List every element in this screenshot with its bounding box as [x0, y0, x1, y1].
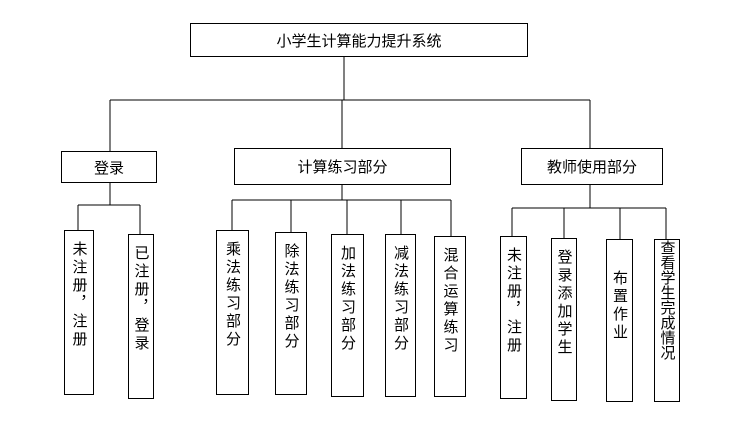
- leaf-node-add-students: 登录添加学生: [551, 238, 577, 401]
- leaf-label: 加法练习部分: [339, 245, 357, 353]
- section-label-teacher: 教师使用部分: [546, 158, 637, 176]
- leaf-label: 未注册，注册: [505, 247, 523, 355]
- leaf-label: 减法练习部分: [392, 245, 410, 353]
- leaf-label: 乘法练习部分: [224, 241, 242, 349]
- leaf-label: 布置作业: [611, 270, 629, 342]
- leaf-node-registered-login: 已注册，登录: [128, 234, 154, 399]
- leaf-node-view-completion: 查看学生完成情况: [654, 239, 680, 402]
- section-label-login: 登录: [93, 158, 124, 177]
- leaf-label: 查看学生完成情况: [658, 240, 677, 360]
- leaf-label: 未注册，注册: [70, 241, 89, 349]
- leaf-label: 混合运算练习: [441, 247, 460, 355]
- root-label: 小学生计算能力提升系统: [276, 31, 442, 50]
- section-node-teacher: 教师使用部分: [521, 148, 663, 185]
- leaf-node-unregistered-register: 未注册，注册: [64, 230, 94, 395]
- section-node-practice: 计算练习部分: [234, 148, 451, 185]
- section-label-practice: 计算练习部分: [297, 158, 388, 176]
- leaf-node-division: 除法练习部分: [275, 232, 307, 395]
- section-node-login: 登录: [61, 151, 157, 183]
- leaf-label: 除法练习部分: [282, 243, 301, 351]
- leaf-node-teacher-register: 未注册，注册: [500, 236, 527, 399]
- leaf-node-multiplication: 乘法练习部分: [216, 230, 249, 395]
- root-node: 小学生计算能力提升系统: [190, 23, 528, 57]
- leaf-label: 已注册，登录: [132, 245, 151, 353]
- leaf-label: 登录添加学生: [555, 249, 574, 357]
- leaf-node-addition: 加法练习部分: [331, 234, 364, 397]
- leaf-node-mixed-operations: 混合运算练习: [434, 236, 466, 397]
- leaf-node-assign-homework: 布置作业: [606, 239, 633, 402]
- leaf-node-subtraction: 减法练习部分: [385, 234, 416, 397]
